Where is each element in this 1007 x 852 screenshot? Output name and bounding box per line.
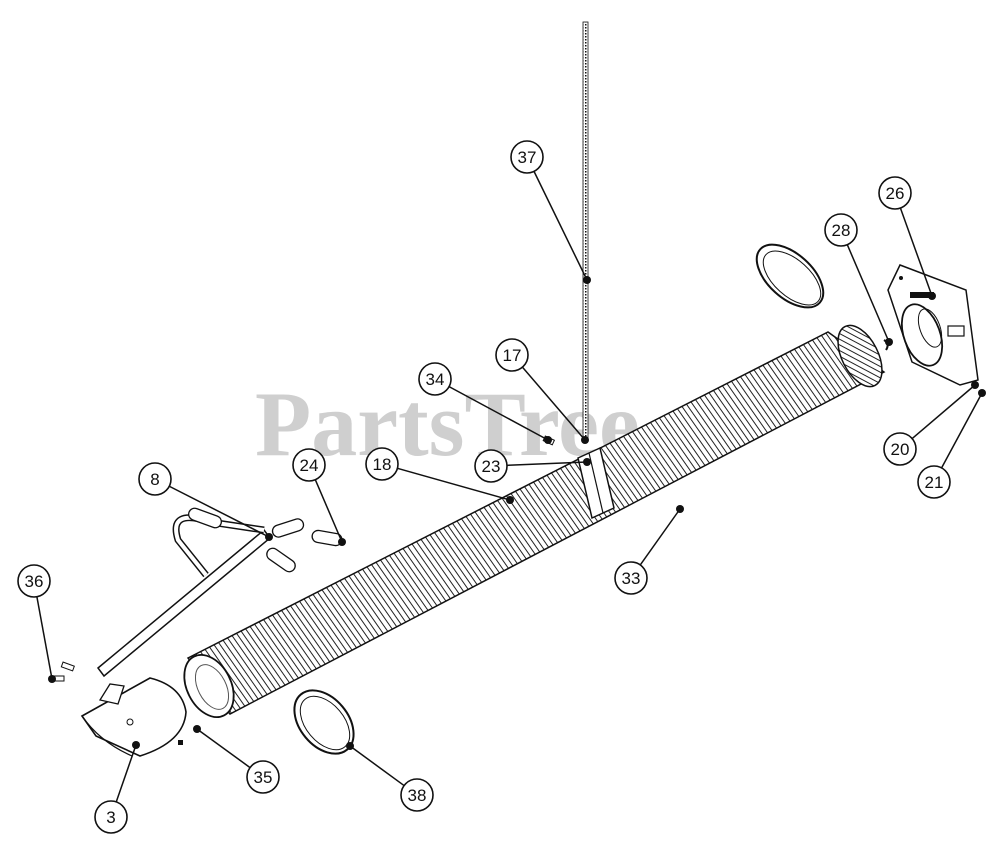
leader-line [314, 479, 343, 543]
leader-dot [48, 675, 56, 683]
leader-line [846, 244, 890, 343]
callout-3: 3 [94, 741, 140, 834]
leader-line [196, 728, 251, 769]
leader-line [521, 366, 586, 441]
callout-circle [824, 213, 858, 247]
support-cord [582, 21, 589, 441]
leader-line [349, 745, 405, 787]
callout-circle [614, 561, 648, 595]
leader-dot [581, 436, 589, 444]
leader-dot [338, 538, 346, 546]
leader-line [506, 461, 588, 467]
callout-circle [17, 564, 51, 598]
callout-circle [400, 778, 434, 812]
leader-line [397, 467, 511, 501]
leader-dot [506, 496, 514, 504]
leader-line [36, 596, 53, 680]
callout-20: 20 [883, 381, 979, 466]
callout-circle [917, 465, 951, 499]
leader-dot [583, 276, 591, 284]
callout-circle [878, 176, 912, 210]
leader-dot [676, 505, 684, 513]
callout-33: 33 [614, 505, 684, 595]
callout-label: 36 [25, 572, 44, 591]
callout-label: 17 [503, 346, 522, 365]
callout-label: 23 [482, 457, 501, 476]
callout-circle [495, 338, 529, 372]
callout-37: 37 [510, 140, 591, 284]
callout-26: 26 [878, 176, 936, 300]
callout-circle [292, 448, 326, 482]
callout-38: 38 [346, 742, 434, 812]
leader-line [115, 744, 137, 803]
callout-label: 35 [254, 768, 273, 787]
callout-label: 33 [622, 569, 641, 588]
callout-label: 18 [373, 455, 392, 474]
hand-grips [188, 507, 343, 573]
leader-dot [928, 292, 936, 300]
leader-dot [971, 381, 979, 389]
callout-23: 23 [474, 449, 591, 483]
callout-34: 34 [418, 362, 552, 444]
hose-adapter-housing [887, 264, 979, 386]
callout-24: 24 [292, 448, 346, 546]
hose-nozzle [80, 677, 187, 757]
leader-dot [885, 338, 893, 346]
callout-label: 37 [518, 148, 537, 167]
callout-label: 26 [886, 184, 905, 203]
callout-36: 36 [17, 564, 56, 683]
callout-circle [138, 462, 172, 496]
leader-line [533, 171, 588, 281]
leader-dot [544, 436, 552, 444]
callout-label: 21 [925, 473, 944, 492]
leader-dot [265, 533, 273, 541]
callout-circle [474, 449, 508, 483]
callout-17: 17 [495, 338, 589, 444]
callout-label: 24 [300, 456, 319, 475]
leader-line [940, 392, 983, 469]
callout-label: 28 [832, 221, 851, 240]
callout-21: 21 [917, 389, 986, 499]
leader-line [639, 508, 681, 566]
leader-dot [132, 741, 140, 749]
callout-circle [510, 140, 544, 174]
callout-18: 18 [365, 447, 514, 504]
leader-dot [193, 725, 201, 733]
callout-label: 20 [891, 440, 910, 459]
leader-line [911, 384, 976, 440]
callout-35: 35 [193, 725, 280, 794]
leader-line [168, 485, 270, 538]
callout-label: 38 [408, 786, 427, 805]
callout-layer: 37 26 28 17 34 18 23 20 21 8 24 33 36 35 38 3 [17, 140, 986, 834]
callout-label: 3 [106, 808, 115, 827]
leader-dot [978, 389, 986, 397]
callout-circle [94, 800, 128, 834]
hose-clamp-upper [755, 243, 825, 309]
callout-label: 8 [150, 470, 159, 489]
leader-dot [346, 742, 354, 750]
leader-line [899, 207, 933, 297]
callout-circle [883, 432, 917, 466]
callout-label: 34 [426, 370, 445, 389]
callout-28: 28 [824, 213, 893, 346]
callout-circle [365, 447, 399, 481]
callout-circle [246, 760, 280, 794]
hose-clamp-lower [293, 689, 355, 755]
leader-line [448, 385, 549, 441]
callout-circle [418, 362, 452, 396]
callout-8: 8 [138, 462, 273, 541]
leader-dot [583, 458, 591, 466]
